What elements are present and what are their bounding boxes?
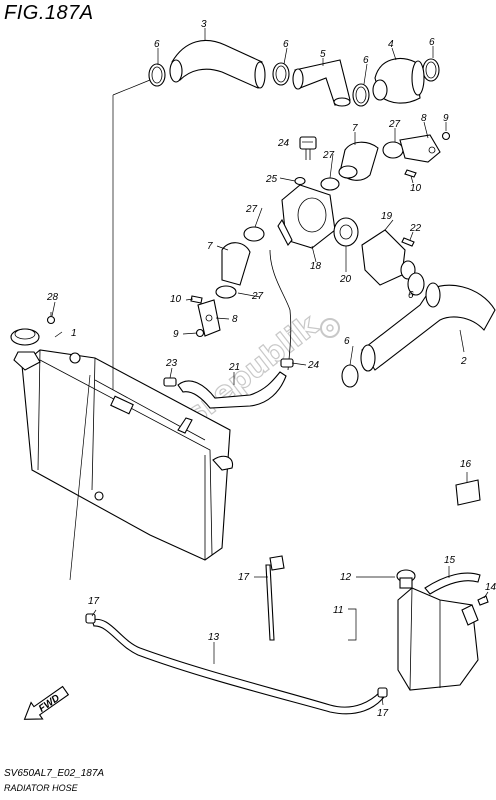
bolt-10-upper <box>404 169 417 178</box>
hose-14 <box>91 618 385 715</box>
bolt-9-upper <box>441 131 451 141</box>
callout-4: 4 <box>388 39 394 50</box>
callout-6-b: 6 <box>283 39 289 50</box>
figure-title: FIG.187A <box>4 2 94 24</box>
tank-cap-12 <box>396 569 416 589</box>
callout-6-e: 6 <box>408 290 414 301</box>
bolt-9-lower <box>195 328 205 338</box>
pipe-5 <box>292 59 351 107</box>
bolt-10-lower <box>190 295 203 304</box>
clamp-27-c <box>243 226 265 242</box>
hose-3 <box>169 39 266 89</box>
clamp-6-e <box>407 272 425 296</box>
outlet-8-lower <box>197 299 221 337</box>
bolt-28 <box>46 312 56 325</box>
hose-2 <box>360 282 496 372</box>
clamp-6-d <box>422 58 440 82</box>
radiator-cap <box>10 328 41 371</box>
thermostat-cover-20 <box>361 229 416 286</box>
pad-16 <box>455 479 481 506</box>
callout-9-b: 9 <box>173 329 179 340</box>
callout-28: 28 <box>46 292 59 303</box>
hose-4 <box>372 58 425 104</box>
callout-27-b: 27 <box>322 150 335 161</box>
radiator <box>21 349 234 561</box>
hose-7-upper <box>338 141 379 181</box>
callout-27-c: 27 <box>245 204 258 215</box>
clamp-27-d <box>215 285 237 299</box>
callout-1: 1 <box>71 328 77 339</box>
clamp-6-a <box>148 63 166 87</box>
clamp-6-c <box>352 83 370 107</box>
callout-27-d: 27 <box>251 291 264 302</box>
thermostat-housing-19 <box>277 184 336 249</box>
callout-10-a: 10 <box>410 183 422 194</box>
callout-17-b: 17 <box>377 708 389 719</box>
washer-26 <box>294 176 306 186</box>
callout-21: 20 <box>339 274 352 285</box>
callout-22: 22 <box>409 223 422 234</box>
bolt-13 <box>477 595 489 606</box>
callout-12: 12 <box>340 572 352 583</box>
clamp-17-a <box>85 613 96 624</box>
callout-20: 19 <box>381 211 393 222</box>
fwd-arrow-icon: FWD <box>23 685 70 720</box>
callout-8-b: 8 <box>232 314 238 325</box>
callout-16: 16 <box>460 459 472 470</box>
callout-26: 25 <box>265 174 278 185</box>
callout-19: 18 <box>310 261 322 272</box>
clamp-17-b <box>377 687 388 698</box>
callout-24-b: 24 <box>307 360 320 371</box>
callout-23: 21 <box>228 362 240 373</box>
gear-watermark-icon <box>320 318 340 338</box>
leader-lines <box>51 28 489 706</box>
figure-code: SV650AL7_E02_187A <box>4 768 105 779</box>
callout-labels: 3 6 6 5 6 4 6 7 27 8 9 24 27 25 10 27 19… <box>46 19 496 719</box>
callout-24-a: 23 <box>165 358 178 369</box>
callout-18: 17 <box>238 572 250 583</box>
callout-6-a: 6 <box>154 39 160 50</box>
callout-9-a: 9 <box>443 113 449 124</box>
callout-8-a: 8 <box>421 113 427 124</box>
figure-name: RADIATOR HOSE <box>4 783 78 793</box>
callout-6-d: 6 <box>429 37 435 48</box>
callout-27-a: 27 <box>388 119 401 130</box>
callout-17-a: 17 <box>88 596 100 607</box>
callout-6-c: 6 <box>363 55 369 66</box>
callout-7-a: 7 <box>352 123 358 134</box>
callout-14: 13 <box>208 632 220 643</box>
callout-10-b: 10 <box>170 294 182 305</box>
callout-3: 3 <box>201 19 207 30</box>
reserve-tank-11 <box>397 587 479 691</box>
clamp-6-f <box>341 364 359 388</box>
hose-23 <box>177 371 287 409</box>
clamp-6-b <box>272 62 290 86</box>
callout-13: 14 <box>485 582 496 593</box>
callout-7-b: 7 <box>207 241 213 252</box>
clamp-27-b <box>382 141 404 159</box>
callout-5: 5 <box>320 49 326 60</box>
callout-25: 24 <box>277 138 290 149</box>
thermostat-21 <box>333 217 359 247</box>
hose-15 <box>424 572 481 595</box>
hose-7-lower <box>221 242 251 286</box>
bolt-22 <box>401 237 415 247</box>
temp-sensor-25 <box>299 136 317 160</box>
clamp-27-a <box>320 177 340 191</box>
callout-6-f: 6 <box>344 336 350 347</box>
callout-2: 2 <box>460 356 467 367</box>
callout-11: 11 <box>333 605 343 616</box>
clamp-24-b <box>280 358 294 368</box>
bypass-pipe <box>269 249 292 371</box>
callout-15: 15 <box>444 555 456 566</box>
clamp-24-a <box>163 377 177 387</box>
outlet-8-upper <box>399 134 441 163</box>
strap-18 <box>265 555 285 641</box>
